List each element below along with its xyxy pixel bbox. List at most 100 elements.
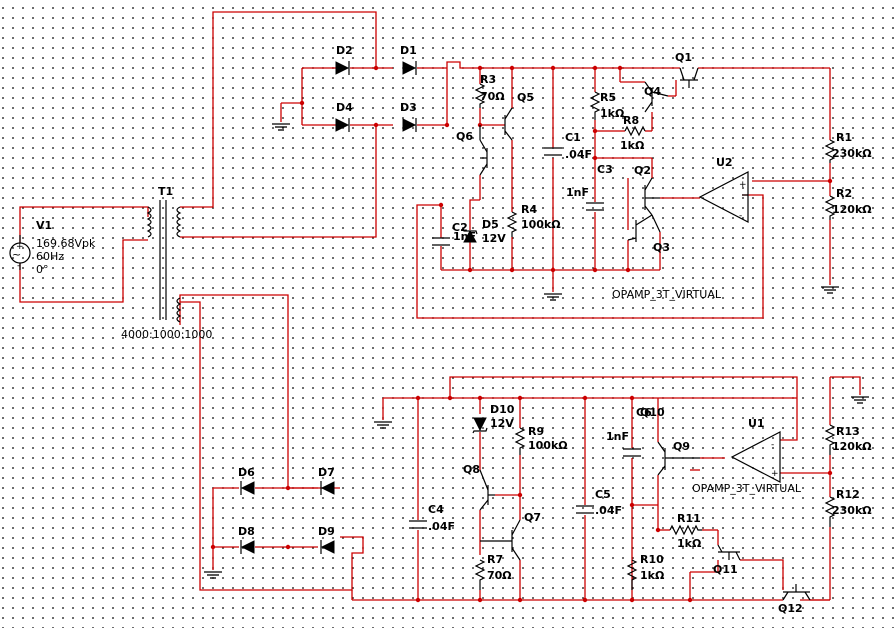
d2-label: D2 <box>336 44 353 57</box>
q10-label: Q10 <box>640 406 665 419</box>
d1-label: D1 <box>400 44 417 57</box>
resistor-r1-icon <box>824 139 836 163</box>
r7-label: R7 <box>487 553 503 566</box>
ground-icon <box>543 293 563 301</box>
d9-label: D9 <box>318 525 335 538</box>
diode-d8-icon <box>240 540 255 554</box>
d8-label: D8 <box>238 525 255 538</box>
d7-label: D7 <box>318 466 335 479</box>
transistor-q12-icon <box>782 584 811 601</box>
r5-value: 1kΩ <box>600 107 625 120</box>
d3-label: D3 <box>400 101 417 114</box>
resistor-r3-icon <box>474 83 486 108</box>
c6-label: C6 <box>636 406 652 419</box>
transformer-icon <box>146 200 182 323</box>
transistor-q8-icon <box>479 469 495 511</box>
r4-value: 100kΩ <box>521 218 561 231</box>
resistor-r10-icon <box>626 559 638 590</box>
source-minus-symbol: - <box>17 261 20 271</box>
capacitor-c1-icon <box>544 147 562 156</box>
diode-d6-icon <box>240 481 255 495</box>
ground-icon <box>850 396 870 404</box>
transistor-q9-icon <box>657 441 700 476</box>
transistor-q5-icon <box>504 107 513 141</box>
u1-model: OPAMP_3T_VIRTUAL <box>692 482 802 495</box>
r7-value: 70Ω <box>487 569 512 582</box>
v1-amplitude: 169.68Vpk <box>36 237 96 250</box>
capacitor-c5-icon <box>576 505 594 514</box>
q12-label: Q12 <box>778 602 803 615</box>
ground-icon <box>271 123 291 131</box>
source-plus-symbol: + <box>16 242 24 252</box>
r10-value: 1kΩ <box>640 569 665 582</box>
v1-phase: 0° <box>36 263 49 276</box>
c3-label: C3 <box>597 163 613 176</box>
diode-d7-icon <box>320 481 335 495</box>
v1-frequency: 60Hz <box>36 250 64 263</box>
resistor-r9-icon <box>514 427 526 455</box>
r3-label: R3 <box>480 73 496 86</box>
d10-label: D10 <box>490 403 515 416</box>
capacitor-c6-icon <box>623 448 641 457</box>
resistor-r5-icon <box>589 91 601 120</box>
u2-minus-symbol: - <box>739 211 742 221</box>
d10-value: 12V <box>490 417 514 430</box>
transistor-q11-icon <box>717 544 741 561</box>
diode-d9-icon <box>320 540 335 554</box>
transistor-q7-icon <box>480 519 521 561</box>
q4-label: Q4 <box>644 85 661 98</box>
transistor-q4-icon <box>644 81 669 113</box>
u2-model: OPAMP_3T_VIRTUAL <box>612 288 722 301</box>
q3-label: Q3 <box>653 241 670 254</box>
t1-ratio: 4000:1000:1000 <box>121 328 212 341</box>
opamp-u2-icon <box>698 171 749 223</box>
d6-label: D6 <box>238 466 255 479</box>
r13-value: 120kΩ <box>832 440 872 453</box>
ground-icon <box>203 571 223 579</box>
q1-label: Q1 <box>675 51 692 64</box>
q6-label: Q6 <box>456 130 473 143</box>
source-tilde-symbol: ~ <box>12 248 21 261</box>
r9-label: R9 <box>528 425 544 438</box>
r8-value: 1kΩ <box>620 139 645 152</box>
u2-label: U2 <box>716 156 733 169</box>
transistor-q1-icon <box>679 67 699 88</box>
resistor-r13-icon <box>824 424 836 455</box>
resistor-r7-icon <box>474 559 486 590</box>
zener-d10-icon <box>472 417 488 434</box>
zener-d5-icon <box>462 227 478 243</box>
r1-label: R1 <box>836 131 852 144</box>
c5-value: .04F <box>595 504 622 517</box>
c2-value: 1nF <box>453 230 476 243</box>
resistor-r12-icon <box>824 496 836 527</box>
diode-d3-icon <box>402 118 417 132</box>
diode-d2-icon <box>335 61 350 75</box>
ac-source-icon <box>9 235 31 270</box>
r12-label: R12 <box>836 488 860 501</box>
q8-label: Q8 <box>463 463 480 476</box>
r1-value: 230kΩ <box>832 147 872 160</box>
u2-plus-symbol: + <box>739 180 747 190</box>
u1-plus-symbol: + <box>771 469 779 479</box>
r11-value: 1kΩ <box>677 537 702 550</box>
r5-label: R5 <box>600 91 616 104</box>
resistor-r11-icon <box>669 524 702 536</box>
r10-label: R10 <box>640 553 664 566</box>
diode-d1-icon <box>402 61 417 75</box>
r12-value: 230kΩ <box>832 504 872 517</box>
opamp-u1-icon <box>730 431 781 483</box>
c4-value: .04F <box>428 520 455 533</box>
u1-label: U1 <box>748 417 765 430</box>
transistor-q3-icon <box>627 214 661 242</box>
transistor-q6-icon <box>479 125 488 176</box>
r2-label: R2 <box>836 187 852 200</box>
q9-label: Q9 <box>673 440 690 453</box>
c5-label: C5 <box>595 488 611 501</box>
q11-label: Q11 <box>713 563 738 576</box>
c1-value: .04F <box>565 148 592 161</box>
capacitor-c2-icon <box>432 237 450 246</box>
c6-value: 1nF <box>606 430 629 443</box>
transistor-q2-icon <box>644 177 660 216</box>
r4-label: R4 <box>521 203 537 216</box>
